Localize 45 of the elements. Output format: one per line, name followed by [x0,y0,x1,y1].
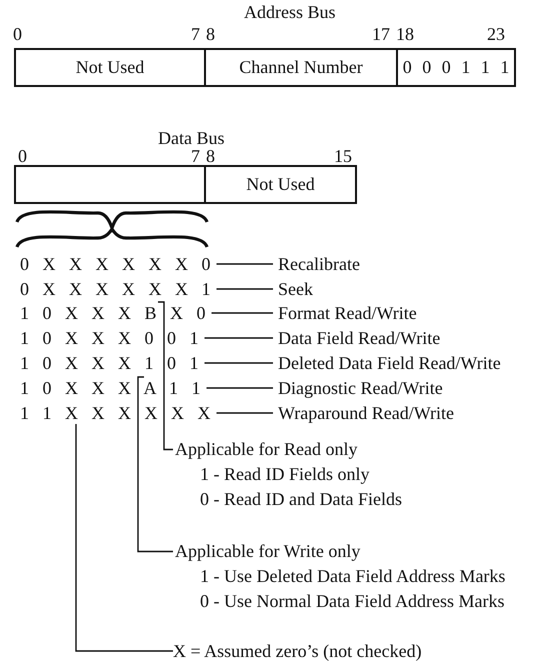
bit-number: 17 [372,23,390,45]
register-title: Address Bus [244,1,336,23]
command-name: Wraparound Read/Write [274,402,454,424]
leader-line [137,376,173,552]
bit-number: 0 [13,23,22,45]
note-text: X = Assumed zero’s (not checked) [173,640,422,661]
note-text: 0 - Use Normal Data Field Address Marks [199,590,506,613]
register-field: Not Used [204,165,357,204]
note-text: 0 - Read ID and Data Fields [199,488,402,511]
bit-pattern: 0 X X X X X X 0 [18,253,216,275]
leader-line [204,362,273,364]
note-text: 1 - Use Deleted Data Field Address Marks [199,565,506,588]
note-heading: Applicable for Read only [174,438,358,461]
register-field: Channel Number [204,48,398,87]
leader-line [206,387,273,389]
bit-number: 18 [396,23,414,45]
bit-pattern: 1 0 X X X 1 0 1 [18,352,204,374]
bit-number: 0 [18,145,27,167]
leader-line [158,301,173,450]
bit-pattern: 1 1 X X X X X X [18,402,216,424]
register-field [14,165,206,204]
leader-line [216,263,273,265]
bit-number: 8 [206,23,215,45]
command-name: Seek [274,278,313,300]
bit-number: 15 [334,145,352,167]
leader-line [204,337,273,339]
leader-line [212,312,273,314]
note-text: 1 - Read ID Fields only [199,463,370,486]
bit-pattern: 1 0 X X X A 1 1 [18,377,206,399]
bit-pattern: 1 0 X X X 0 0 1 [18,327,204,349]
leader-line [216,288,273,290]
command-name: Format Read/Write [274,302,417,324]
bit-pattern: 1 0 X X X B X 0 [18,302,211,324]
note-heading: Applicable for Write only [174,540,362,563]
leader-line [75,424,173,652]
bit-number: 7 [191,23,200,45]
command-name: Diagnostic Read/Write [274,377,443,399]
leader-line [216,412,273,414]
bit-pattern: 0 X X X X X X 1 [18,278,216,300]
command-name: Deleted Data Field Read/Write [274,352,501,374]
register-field: Not Used [14,48,206,87]
register-field: 0 0 0 1 1 1 [396,48,516,87]
command-name: Recalibrate [274,253,360,275]
command-name: Data Field Read/Write [274,327,440,349]
bit-number: 23 [487,23,505,45]
